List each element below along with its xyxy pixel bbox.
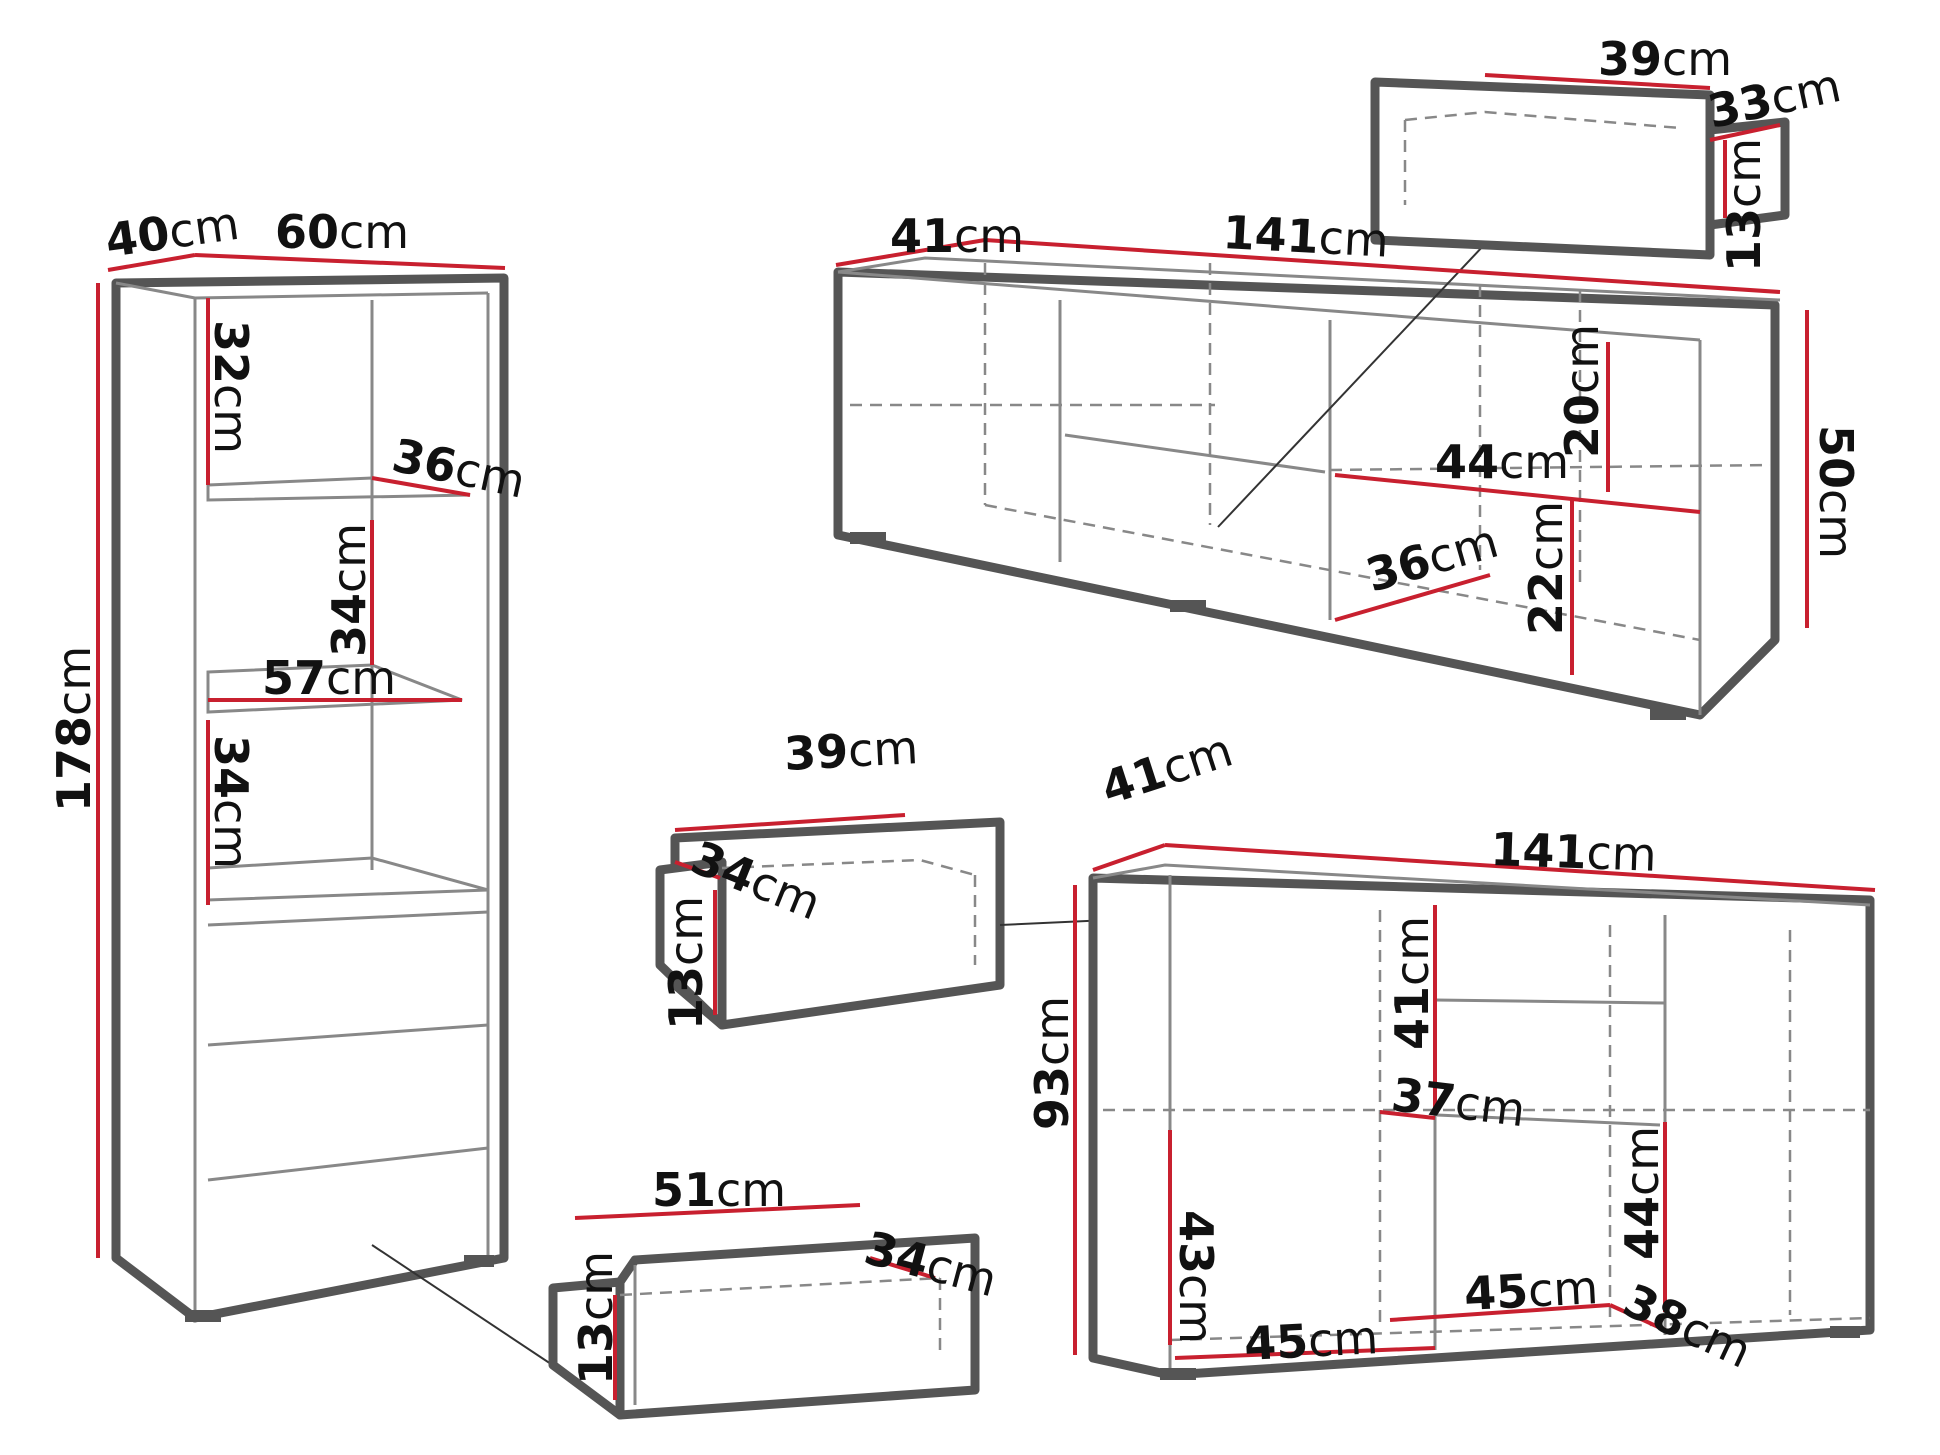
dim-line: [107, 253, 196, 272]
dim-line: [835, 238, 986, 267]
tv-unit-drawer-width-label: 39cm: [1598, 32, 1732, 86]
dim-line: [674, 860, 721, 880]
sideboard-drawer: [655, 817, 1436, 1030]
sideboard-bottom-center-label: 45cm: [1463, 1260, 1600, 1321]
bookcase-height-label: 178cm: [47, 646, 101, 812]
dim-line: [1092, 843, 1166, 872]
sideboard-drawer-width-label: 39cm: [783, 720, 920, 781]
bookcase-depth-label: 40cm: [102, 196, 242, 268]
dim-line: [1334, 473, 1701, 514]
dim-line: [371, 476, 471, 497]
dim-line: [574, 1203, 861, 1220]
dim-line: [984, 238, 1781, 294]
dim-line: [1164, 843, 1876, 892]
dim-line: [1334, 573, 1491, 622]
sideboard: [1088, 863, 1875, 1380]
sideboard-width-label: 141cm: [1490, 822, 1658, 882]
dim-line: [869, 1256, 936, 1280]
tv-unit-dimension-lines: [835, 73, 1809, 675]
dim-line: [1389, 1303, 1611, 1322]
tv-unit-drawer: [1370, 77, 1790, 260]
tv-unit-depth-label: 41cm: [890, 209, 1024, 263]
bookcase-drawer-depth-label: 34cm: [859, 1220, 1003, 1307]
dim-line: [1379, 1110, 1436, 1120]
dim-line: [1174, 1346, 1436, 1360]
tv-unit-shelf-label: 44cm: [1435, 435, 1569, 489]
bookcase-dimension-lines: [96, 253, 506, 1258]
bookcase-middle-compartment-label: 34cm: [322, 523, 376, 657]
bookcase-drawer-width-label: 51cm: [652, 1163, 786, 1217]
sideboard-top-compartment-label: 41cm: [1385, 916, 1439, 1050]
bookcase-top-compartment-label: 32cm: [204, 320, 258, 454]
bookcase: [111, 273, 561, 1371]
sideboard-left-compartment-label: 43cm: [1169, 1210, 1223, 1344]
bookcase-width-label: 60cm: [275, 205, 409, 259]
sideboard-bottom-left-label: 45cm: [1243, 1310, 1380, 1371]
tv-unit: [833, 137, 1781, 720]
dim-line: [1709, 123, 1781, 142]
sideboard-height-label: 93cm: [1025, 996, 1079, 1130]
dim-line: [1609, 1303, 1666, 1332]
dim-line: [674, 813, 906, 832]
sideboard-depth-label: 41cm: [1095, 723, 1239, 816]
tv-unit-drawer-height-label: 13cm: [1717, 138, 1771, 272]
bookcase-shelf-width-label: 57cm: [262, 651, 396, 705]
tv-unit-height-label: 50cm: [1809, 425, 1863, 559]
tv-unit-width-label: 141cm: [1221, 205, 1390, 268]
dim-line: [1484, 73, 1711, 90]
bookcase-drawer-height-label: 13cm: [569, 1251, 623, 1385]
sideboard-drawer-dimension-lines: [674, 813, 906, 1015]
bookcase-drawer-dimension-lines: [574, 1203, 936, 1400]
bookcase-lower-compartment-label: 34cm: [204, 735, 258, 869]
dim-line: [194, 253, 506, 270]
bookcase-drawer: [548, 1233, 980, 1420]
sideboard-dimension-lines: [1073, 843, 1876, 1360]
sideboard-drawer-height-label: 13cm: [659, 896, 713, 1030]
tv-unit-compartment-label: 20cm: [1555, 324, 1609, 458]
bookcase-shelf-depth-label: 36cm: [388, 428, 530, 509]
sideboard-inner-depth-label: 37cm: [1389, 1067, 1529, 1137]
tv-unit-lower-compartment-label: 22cm: [1519, 501, 1573, 635]
tv-unit-drawer-depth-label: 33cm: [1703, 58, 1845, 139]
sideboard-right-compartment-label: 44cm: [1615, 1126, 1669, 1260]
